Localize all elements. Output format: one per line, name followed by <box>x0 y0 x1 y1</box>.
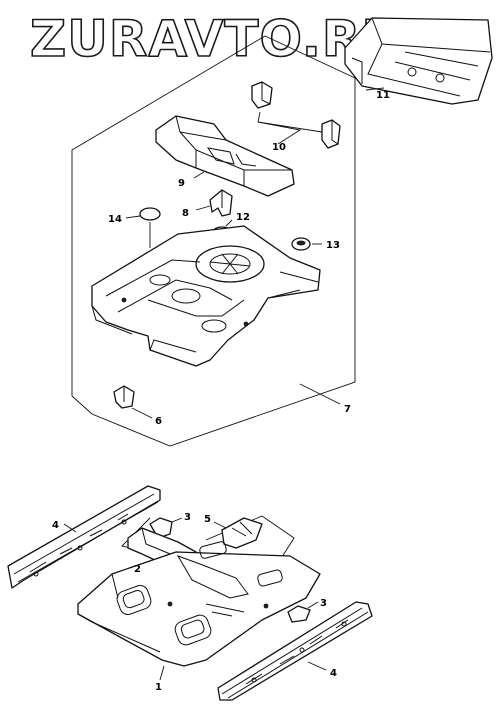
callout-6: 6 <box>155 416 162 427</box>
part-3-lower-clip <box>287 601 319 623</box>
leader-14 <box>125 215 141 219</box>
part-9-rear-crossmember <box>155 115 295 197</box>
part-5-bracket <box>213 517 263 549</box>
callout-4-right: 4 <box>330 668 337 679</box>
callout-4-left: 4 <box>52 520 59 531</box>
watermark-text: ZURAVTO.RU <box>30 10 403 68</box>
callout-1: 1 <box>155 682 162 693</box>
callout-12: 12 <box>236 212 250 223</box>
part-14-plug <box>139 207 161 248</box>
part-10-brackets <box>251 81 341 149</box>
part-6-bracket <box>113 385 153 419</box>
callout-8: 8 <box>182 208 189 219</box>
callout-14: 14 <box>108 214 122 225</box>
callout-7: 7 <box>344 404 351 415</box>
leader-11 <box>365 87 385 91</box>
callout-3-lower: 3 <box>320 598 327 609</box>
part-11-rear-crossmember <box>344 17 493 105</box>
part-13-plug <box>291 237 311 251</box>
part-4-left-sill <box>7 485 161 589</box>
callout-5: 5 <box>204 514 211 525</box>
callout-10: 10 <box>272 142 286 153</box>
leader-9 <box>193 171 205 179</box>
leader-7 <box>299 383 341 405</box>
rear-floor-assembly-outline <box>71 35 356 447</box>
callout-9: 9 <box>178 178 185 189</box>
leader-12 <box>225 219 233 227</box>
callout-13: 13 <box>326 240 340 251</box>
part-7-rear-floor-pan <box>91 225 321 367</box>
part-1-front-floor-pan <box>77 541 321 681</box>
part-4-right-sill <box>217 601 373 701</box>
callout-2: 2 <box>134 564 141 575</box>
leader-8 <box>195 205 211 211</box>
part-8-bracket <box>209 189 233 217</box>
callout-3-upper: 3 <box>184 512 191 523</box>
callout-11: 11 <box>376 90 390 101</box>
